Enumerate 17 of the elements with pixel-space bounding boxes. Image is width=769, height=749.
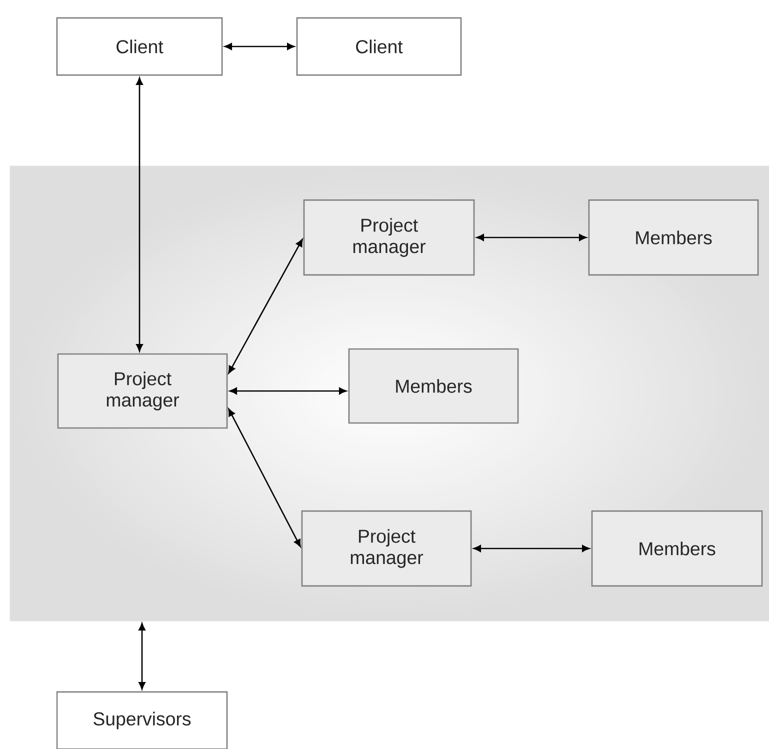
text-box: Members bbox=[348, 348, 519, 424]
arrow bbox=[224, 43, 295, 50]
arrow bbox=[229, 388, 347, 394]
text-box: Project manager bbox=[303, 199, 475, 276]
arrow bbox=[136, 77, 143, 352]
text-box: Project manager bbox=[301, 510, 472, 587]
text-box: Project manager bbox=[57, 353, 228, 429]
arrow bbox=[228, 238, 303, 374]
text-box: Supervisors bbox=[56, 691, 228, 749]
arrow bbox=[138, 622, 146, 690]
arrow bbox=[473, 545, 590, 552]
text-box: Client bbox=[296, 17, 462, 76]
arrow bbox=[476, 234, 587, 241]
arrow bbox=[228, 408, 301, 548]
text-box: Members bbox=[591, 510, 763, 587]
text-box: Client bbox=[56, 17, 223, 76]
text-box: Members bbox=[588, 199, 759, 276]
